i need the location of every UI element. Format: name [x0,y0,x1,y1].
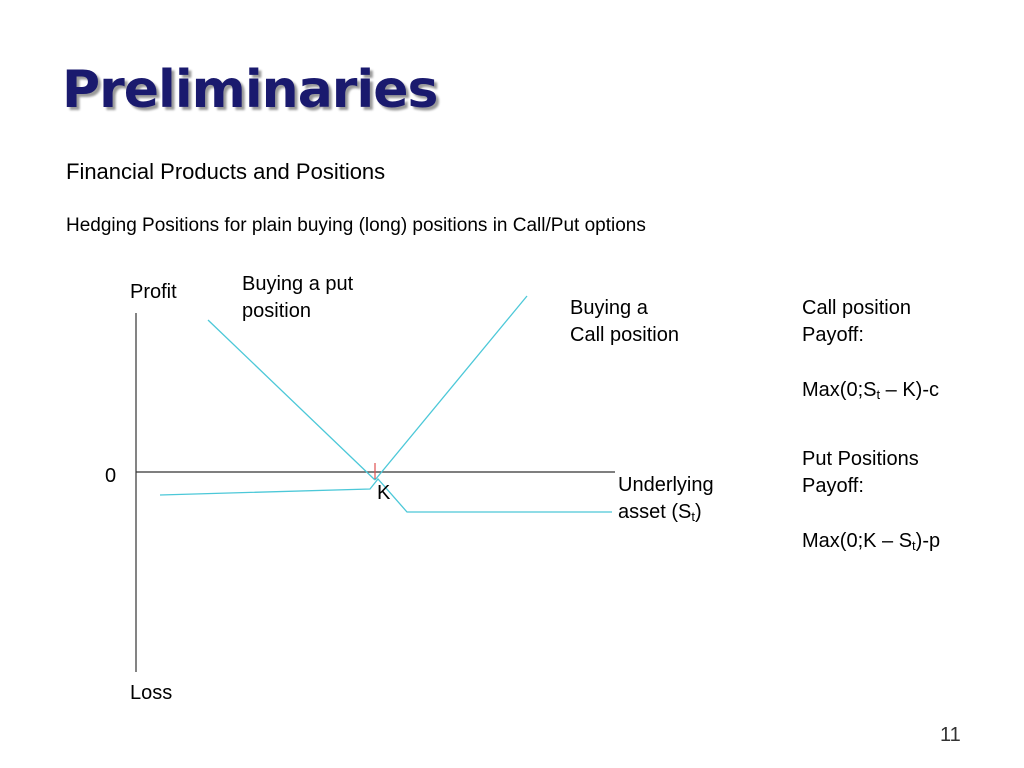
call-label-line2: Call position [570,324,679,346]
x-axis-label-line2: asset (St) [618,499,714,530]
x-axis-label-sub: t [691,509,695,524]
call-heading-line1: Call position [802,297,911,319]
zero-label: 0 [105,465,117,487]
x-axis-label: Underlying asset (St) [618,472,714,530]
call-payoff-formula: Max(0;St – K)-c [802,377,939,408]
slide-subtitle: Financial Products and Positions [66,159,386,184]
hedged-position-line [159,477,612,513]
call-heading-line2: Payoff: [802,324,864,346]
put-payoff-heading: Put Positions Payoff: [802,446,919,500]
strike-label: K [377,482,391,504]
slide-description: Hedging Positions for plain buying (long… [66,215,646,236]
call-payoff-heading: Call position Payoff: [802,295,911,349]
call-payoff-line [374,295,528,481]
y-axis-profit-label: Profit [130,281,177,303]
call-label-line1: Buying a [570,297,648,319]
page-number: 11 [940,724,961,746]
put-label-line1: Buying a put [242,273,354,295]
put-formula-prefix: Max(0;K – S [802,530,913,552]
x-axis-label-prefix: asset (S [618,501,692,523]
put-formula-suffix: )-p [915,530,941,552]
slide-title: Preliminaries [62,60,438,120]
x-axis-label-suffix: ) [694,501,702,523]
put-position-label: Buying a put position [242,271,353,325]
call-formula-suffix: – K)-c [880,379,939,401]
call-position-label: Buying a Call position [570,295,679,349]
put-heading-line1: Put Positions [802,448,919,470]
put-label-line2: position [242,300,311,322]
x-axis-label-line1: Underlying [618,474,714,496]
call-formula-sub: t [876,387,881,402]
call-formula-prefix: Max(0;S [802,379,877,401]
put-heading-line2: Payoff: [802,475,864,497]
y-axis-loss-label: Loss [130,682,173,704]
put-payoff-line [207,319,376,481]
put-payoff-formula: Max(0;K – St)-p [802,528,940,559]
put-formula-sub: t [912,538,916,553]
